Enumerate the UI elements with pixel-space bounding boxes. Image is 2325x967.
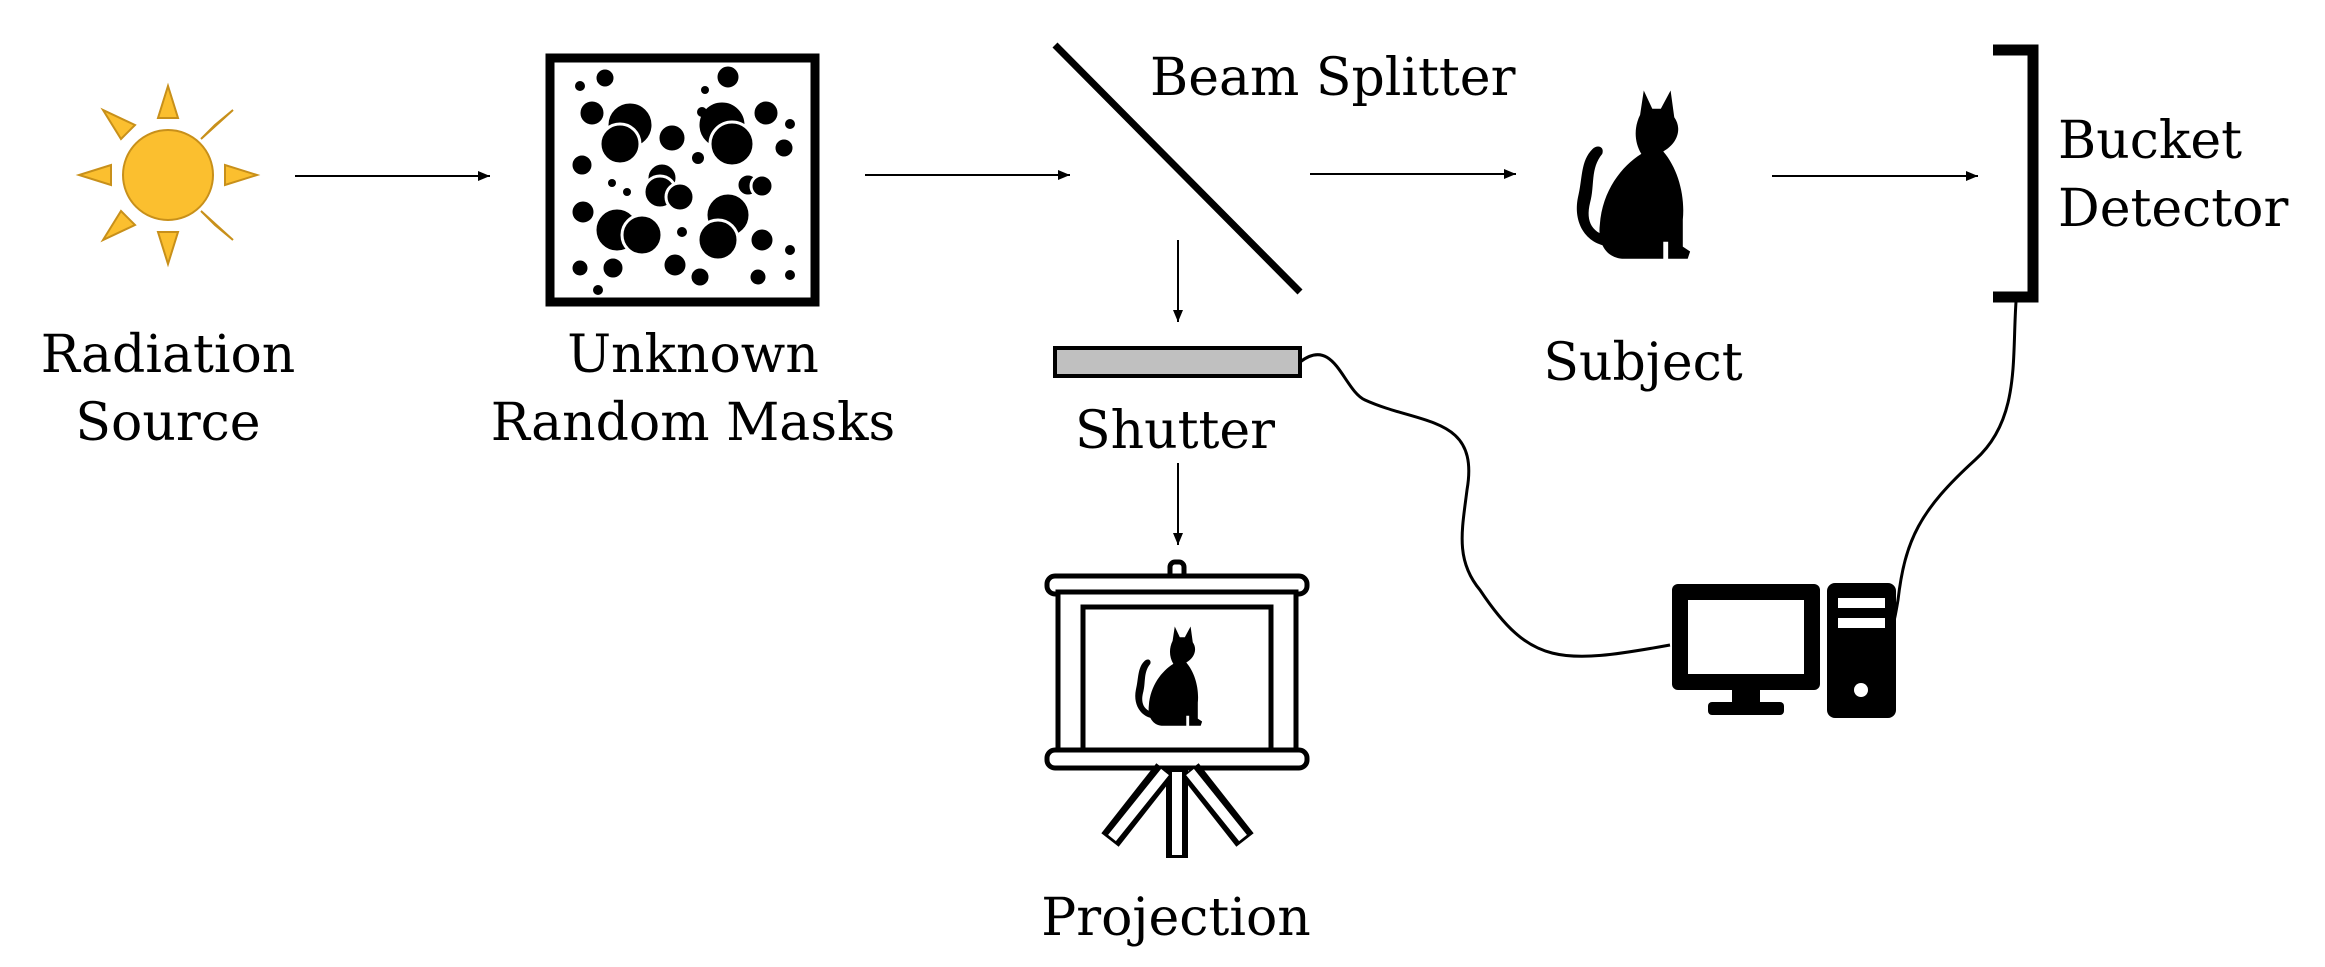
subject-label: Subject [1543,333,1742,393]
source-label-line2: Source [75,393,260,453]
source-label-line1: Radiation [41,325,296,385]
monitor-base [1708,702,1784,715]
shutter-label: Shutter [1075,401,1275,461]
sun-icon [75,82,261,268]
monitor-screen [1688,600,1804,674]
detector-label-line2: Detector [2058,179,2288,239]
bucket-detector-bracket [1993,44,2039,303]
screen-bottom-bar [1044,747,1310,771]
tower-power-button [1854,683,1868,697]
masks-label-line2: Random Masks [491,393,895,453]
projection-screen-icon [1044,559,1310,858]
shutter-bar [1053,346,1302,378]
sun-disc [122,129,214,221]
monitor-neck [1732,688,1760,706]
beam-splitter-mirror [1052,42,1303,295]
tower-case [1827,583,1896,718]
masks-label-line1: Unknown [567,325,819,385]
random-mask-icon [545,53,820,307]
detector-label-line1: Bucket [2058,111,2242,171]
shutter-cable [1299,353,1671,658]
tower-bay-2 [1838,618,1885,628]
detector-cable [1883,301,2018,636]
projection-label: Projection [1041,888,1311,948]
tower-bay-1 [1838,598,1885,608]
sun-rays [75,82,261,268]
desktop-computer-icon [1672,583,1896,718]
beam-splitter-label: Beam Splitter [1150,48,1516,108]
cat-icon [1576,90,1691,259]
mask-particles [569,63,796,295]
